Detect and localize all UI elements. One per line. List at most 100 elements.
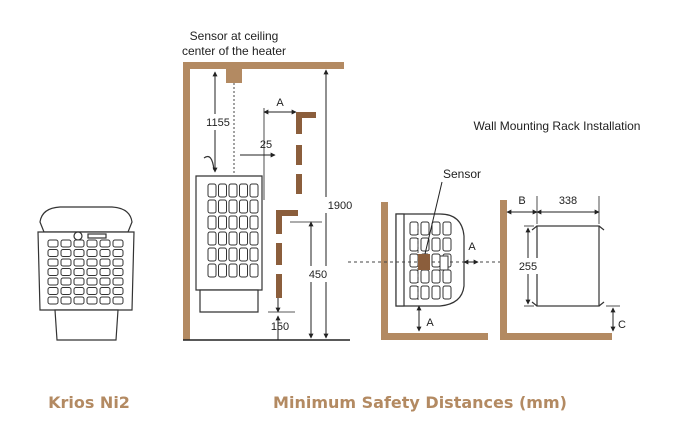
- heater-grid-cell: [218, 247, 227, 262]
- dim-B-label: B: [518, 195, 525, 207]
- dim-150-label: 150: [271, 321, 289, 333]
- heater-grid-cell: [112, 296, 124, 305]
- sauna-side-view: 1155 A 25 1900: [182, 29, 356, 341]
- wall-mounted-view: Sensor A A: [348, 167, 500, 340]
- dim-1155-label: 1155: [206, 117, 230, 129]
- heater-grid-cell: [99, 268, 111, 276]
- heater-grid-cell: [239, 199, 248, 214]
- heater-grid-cell: [73, 296, 85, 305]
- heater-grid-cell: [431, 269, 441, 284]
- heater-grid-cell: [249, 199, 259, 214]
- heater-grid-cell: [112, 239, 124, 248]
- heater-grid-cell: [207, 215, 217, 230]
- heater-grid-cell: [99, 258, 111, 267]
- wall-rack-view: Wall Mounting Rack Installation B 338 25…: [474, 119, 641, 340]
- heater-grid-cell: [239, 215, 248, 230]
- heater-grid-cell: [218, 199, 227, 214]
- heater-grid-cell: [207, 263, 217, 278]
- sensor-label: Sensor: [443, 167, 481, 181]
- heater-grid-cell: [218, 231, 227, 246]
- heater-grid-cell: [409, 237, 419, 252]
- heater-grid-cell: [409, 253, 419, 268]
- dim-450: 450: [290, 221, 332, 339]
- dim-1900: 1900: [316, 69, 356, 339]
- heater-grid-cell: [73, 268, 85, 276]
- heater-grid-cell: [228, 231, 238, 246]
- heater-grid-cell: [60, 249, 72, 257]
- dim-255-label: 255: [519, 261, 537, 273]
- sensor-ceiling-label-2: center of the heater: [182, 44, 286, 58]
- heater-grid-cell: [207, 231, 217, 246]
- heater-grid-cell: [47, 239, 59, 248]
- heater-grid-cell: [86, 239, 98, 248]
- distances-caption: Minimum Safety Distances (mm): [273, 393, 567, 412]
- heater-grid-cell: [60, 268, 72, 276]
- heater-grid-cell: [112, 258, 124, 267]
- heater-grid-cell: [47, 249, 59, 257]
- wooden-guard-slats: [276, 112, 316, 298]
- heater-grid-cell: [239, 231, 248, 246]
- dim-338-label: 338: [559, 195, 577, 207]
- ceiling-sensor: [226, 69, 242, 83]
- heater-grid-cell: [73, 239, 85, 248]
- heater-grid-cell: [99, 239, 111, 248]
- heater-grid-cell: [112, 277, 124, 286]
- heater-grid-cell: [99, 296, 111, 305]
- heater-grid-cell: [207, 247, 217, 262]
- heater-grid-cell: [249, 215, 259, 230]
- heater-grid-cell: [239, 247, 248, 262]
- heater-side-view: [195, 155, 263, 313]
- heater-grid-cell: [431, 237, 441, 252]
- mounting-rack: [531, 225, 605, 307]
- dim-1155: 1155: [203, 71, 233, 173]
- heater-grid-cell: [99, 277, 111, 286]
- heater-grid-cell: [112, 249, 124, 257]
- heater-grid-cell: [228, 247, 238, 262]
- heater-grid-cell: [249, 263, 259, 278]
- dim-C-label: C: [618, 319, 626, 331]
- heater-grid-cell: [228, 215, 238, 230]
- heater-grid-cell: [442, 237, 452, 252]
- heater-grid-cell: [47, 258, 59, 267]
- heater-grid-cell: [207, 199, 217, 214]
- heater-grid-cell: [60, 287, 72, 295]
- heater-grid-cell: [431, 221, 441, 236]
- heater-grid-cell: [73, 277, 85, 286]
- heater-grid-cell: [60, 296, 72, 305]
- dim-1900-label: 1900: [328, 200, 352, 212]
- heater-grid-cell: [442, 221, 452, 236]
- heater-grid-cell: [86, 268, 98, 276]
- heater-grid-cell: [249, 183, 259, 198]
- heater-grid-cell: [86, 277, 98, 286]
- dim-25: 25: [240, 139, 276, 158]
- heater-grid-cell: [218, 215, 227, 230]
- dim-A-top-label: A: [276, 97, 284, 109]
- heater-grid-cell: [73, 287, 85, 295]
- heater-grid-cell: [409, 285, 419, 300]
- heater-grid-cell: [431, 253, 441, 268]
- heater-grid-cell: [86, 296, 98, 305]
- heater-grid-cell: [86, 287, 98, 295]
- heater-grid-cell: [420, 237, 430, 252]
- heater-grid-cell: [86, 249, 98, 257]
- heater-product-illustration: [37, 206, 135, 341]
- wall-rack-title: Wall Mounting Rack Installation: [474, 119, 641, 133]
- heater-grid-cell: [112, 287, 124, 295]
- heater-grid-cell: [228, 199, 238, 214]
- sensor-ceiling-label-1: Sensor at ceiling: [190, 29, 279, 43]
- heater-grid-cell: [420, 221, 430, 236]
- heater-grid-cell: [420, 285, 430, 300]
- heater-grid-cell: [239, 183, 248, 198]
- heater-grid-cell: [99, 287, 111, 295]
- heater-grid-cell: [47, 296, 59, 305]
- heater-grid-cell: [442, 285, 452, 300]
- heater-grid-cell: [249, 231, 259, 246]
- heater-grid-cell: [420, 269, 430, 284]
- heater-grid-cell: [218, 183, 227, 198]
- dim-150: 150: [268, 298, 295, 340]
- dim-A-bottom-label: A: [426, 317, 434, 329]
- dim-A-top: A: [263, 97, 297, 200]
- wall-mount-sensor: [418, 254, 430, 270]
- heater-grid-cell: [442, 269, 452, 284]
